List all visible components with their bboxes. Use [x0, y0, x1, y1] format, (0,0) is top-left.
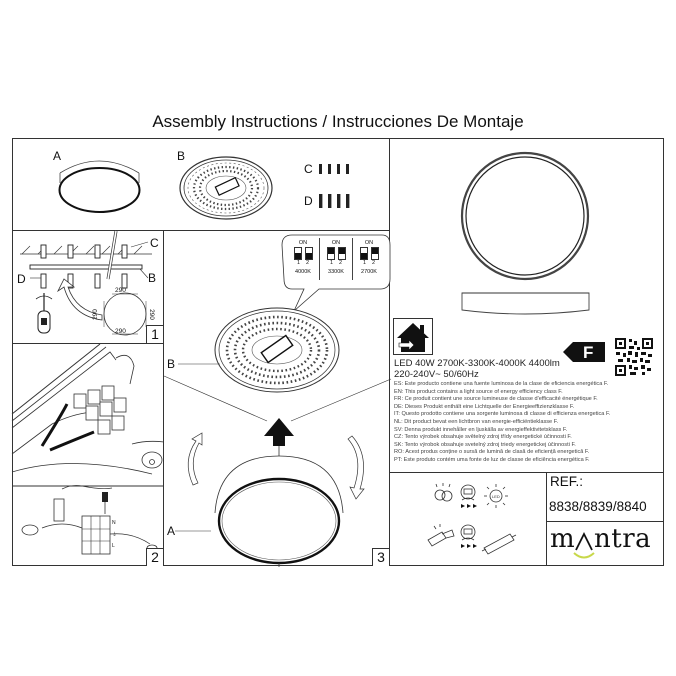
spec-line-1: LED 40W 2700K-3300K-4000K 4400lm — [394, 358, 560, 369]
dip-switch-2-up — [337, 247, 346, 260]
driver-replace-icon — [481, 533, 517, 555]
energy-statement-en: EN: This product contains a light source… — [394, 388, 563, 395]
led-replace-icon — [484, 484, 508, 508]
dip-switch-2-up — [370, 247, 379, 260]
step1-label-d: D — [17, 272, 26, 286]
energy-statement-it: IT: Questo prodotto contiene una sorgent… — [394, 411, 611, 418]
screws-c-icon — [319, 164, 349, 174]
brand-name-left: m — [550, 524, 576, 554]
dip-switch-1-down — [359, 247, 368, 260]
ref-numbers: 8838/8839/8840 — [549, 499, 647, 514]
dip-on-label: ON — [298, 240, 308, 246]
page-title: Assembly Instructions / Instrucciones De… — [152, 112, 524, 131]
divider — [546, 472, 547, 566]
dip-num-1: 1 — [296, 260, 300, 266]
dip-temp-label: 3300K — [328, 269, 344, 275]
dip-temp-label: 2700K — [361, 269, 377, 275]
dip-num-2: 2 — [306, 260, 310, 266]
dimension-left: 290 — [91, 309, 99, 320]
dimension-top: 290 — [115, 287, 126, 294]
energy-statements: ES: Este producto contiene una fuente lu… — [394, 381, 662, 465]
divider — [546, 521, 664, 522]
part-a-label: A — [53, 149, 62, 163]
energy-statement-nl: NL: Dit product bevat een lichtbron van … — [394, 418, 559, 425]
dip-switch-1-up — [326, 247, 335, 260]
dip-switch-2-down — [304, 247, 313, 260]
qr-code-icon — [615, 338, 653, 376]
cover-installation-illustration — [163, 234, 392, 567]
divider — [389, 472, 664, 473]
instructions-frame — [12, 138, 664, 566]
broken-driver-icon — [427, 524, 455, 547]
dip-on-label: ON — [364, 240, 374, 246]
brand-logo: m ntra — [550, 524, 662, 564]
part-b-label: B — [177, 149, 186, 163]
terminal-label-l: L — [112, 543, 115, 549]
energy-class-letter: F — [583, 343, 594, 362]
ref-label: REF.: — [550, 474, 584, 489]
wiring-connection-illustration — [11, 343, 165, 555]
product-top-and-side-view — [460, 151, 590, 315]
terminal-label-earth: ⏚ — [112, 532, 118, 538]
step3-label-a: A — [167, 524, 176, 538]
energy-class-badge: F — [563, 342, 605, 362]
dip-temp-label: 4000K — [295, 269, 311, 275]
dip-num-1: 1 — [362, 260, 366, 266]
step3-label-b: B — [167, 357, 176, 371]
energy-statement-ro: RO: Acest produs conține o sursă de lumi… — [394, 449, 590, 456]
dip-num-2: 2 — [372, 260, 376, 266]
energy-statement-sv: SV: Denna produkt innehåller en ljuskäll… — [394, 426, 568, 433]
dip-on-label: ON — [331, 240, 341, 246]
dip-num-1: 1 — [329, 260, 333, 266]
energy-statement-es: ES: Este producto contiene una fuente lu… — [394, 381, 609, 387]
dip-num-2: 2 — [339, 260, 343, 266]
energy-statement-de: DE: Dieses Produkt enthält eine Lichtque… — [394, 403, 575, 410]
technician-icon — [460, 524, 476, 541]
step1-label-b: B — [148, 271, 157, 285]
step1-label-c: C — [150, 236, 159, 250]
brand-smile-accent-icon — [573, 531, 595, 559]
lamp-cover-illustration — [58, 160, 141, 213]
step-2-number: 2 — [146, 548, 163, 566]
dimension-bottom: 290 — [115, 328, 126, 335]
energy-statement-cz: CZ: Tento výrobek obsahuje světelný zdro… — [394, 434, 572, 441]
svg-text:LED: LED — [492, 494, 500, 499]
broken-bulb-icon — [434, 483, 453, 502]
step-3-number: 3 — [372, 548, 389, 566]
terminal-label-n: N — [112, 520, 116, 526]
step-2-panel: N ⏚ L 2 — [11, 343, 165, 566]
technician-icon — [460, 484, 476, 501]
ceiling-mounting-illustration — [20, 230, 152, 336]
indoor-use-icon — [393, 318, 433, 355]
parts-panel: A B C D — [12, 138, 390, 231]
step-1-number: 1 — [146, 325, 163, 343]
spec-line-2: 220-240V~ 50/60Hz — [394, 369, 479, 380]
energy-statement-sk: SK: Tento výrobok obsahuje svetelný zdro… — [394, 441, 576, 448]
screws-d-icon — [319, 194, 350, 208]
energy-statement-fr: FR: Ce produit contient une source lumin… — [394, 396, 598, 403]
service-icons: LED — [427, 483, 517, 555]
dimension-right: 290 — [147, 309, 155, 320]
part-c-label: C — [304, 162, 313, 176]
part-d-label: D — [304, 194, 313, 208]
step-1-panel: 290 290 290 290 C B D 1 — [12, 230, 164, 344]
dip-switch-1-down — [293, 247, 302, 260]
brand-name-right: ntra — [594, 524, 652, 554]
lamp-base-illustration — [179, 156, 273, 220]
energy-statement-pt: PT: Este produto contém uma fonte de luz… — [394, 456, 590, 463]
